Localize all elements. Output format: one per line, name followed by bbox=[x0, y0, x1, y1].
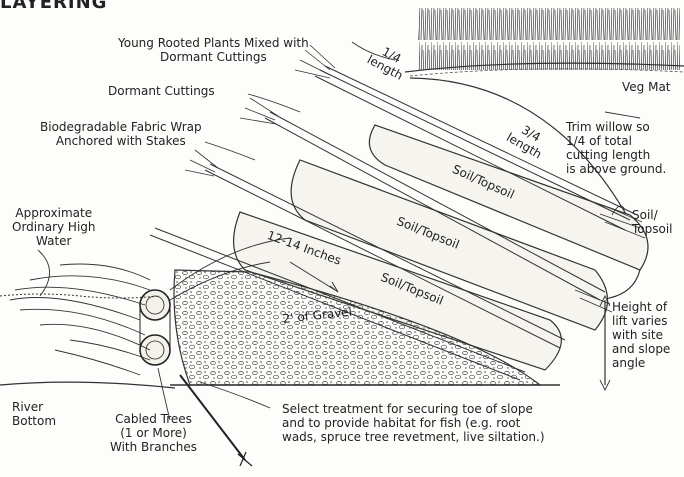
label-veg-mat: Veg Mat bbox=[622, 80, 671, 94]
water-line bbox=[0, 294, 160, 298]
label-dormant-cuttings: Dormant Cuttings bbox=[108, 84, 215, 98]
diagram-title: LAYERING bbox=[0, 0, 107, 10]
label-height-of-lift: Height of lift varies with site and slop… bbox=[612, 300, 670, 370]
label-river-bottom: River Bottom bbox=[12, 400, 56, 428]
cabled-tree-logs bbox=[140, 290, 170, 365]
label-young-rooted-plants: Young Rooted Plants Mixed with Dormant C… bbox=[118, 36, 309, 64]
label-fabric-wrap: Biodegradable Fabric Wrap Anchored with … bbox=[40, 120, 202, 148]
veg-mat-grass bbox=[405, 8, 684, 76]
label-high-water: Approximate Ordinary High Water bbox=[12, 206, 96, 248]
label-trim-willow: Trim willow so 1/4 of total cutting leng… bbox=[566, 120, 666, 176]
river-bottom-line bbox=[0, 382, 175, 388]
label-soil-topsoil-right: Soil/ Topsoil bbox=[632, 208, 673, 236]
label-select-treatment: Select treatment for securing toe of slo… bbox=[282, 402, 545, 444]
label-cabled-trees: Cabled Trees (1 or More) With Branches bbox=[110, 412, 197, 454]
